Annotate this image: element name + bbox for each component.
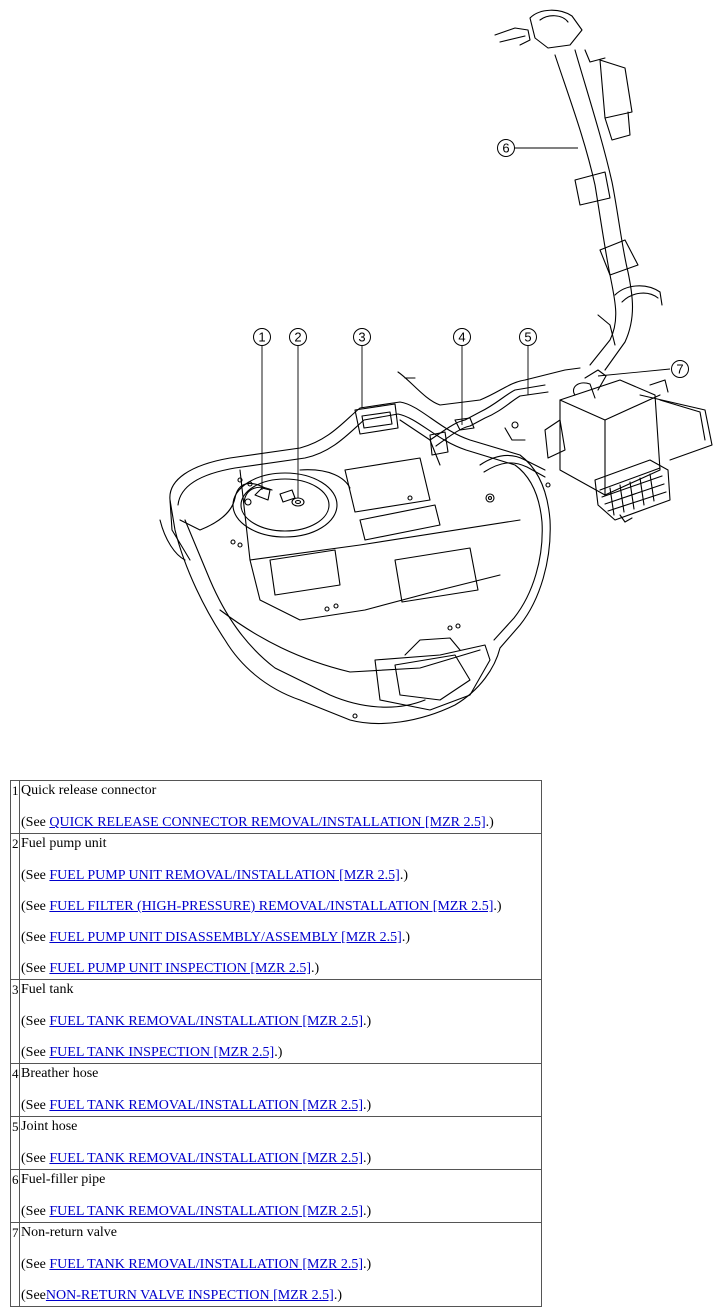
part-name: Joint hose (21, 1119, 78, 1134)
part-name: Fuel pump unit (21, 836, 107, 851)
reference-link[interactable]: FUEL PUMP UNIT INSPECTION [MZR 2.5] (49, 961, 311, 976)
part-name: Quick release connector (21, 783, 157, 798)
fuel-tank-drawing (159, 401, 551, 725)
reference-line: (See FUEL TANK REMOVAL/INSTALLATION [MZR… (21, 1014, 372, 1029)
reference-line: (See FUEL TANK REMOVAL/INSTALLATION [MZR… (21, 1257, 372, 1272)
svg-text:3: 3 (358, 330, 365, 345)
callout-3: 3 (353, 328, 371, 346)
part-cell: Fuel pump unit (See FUEL PUMP UNIT REMOV… (19, 833, 542, 980)
table-row: 5 Joint hose (See FUEL TANK REMOVAL/INST… (10, 1116, 542, 1170)
reference-link[interactable]: FUEL TANK REMOVAL/INSTALLATION [MZR 2.5] (49, 1204, 364, 1219)
reference-line: (See FUEL PUMP UNIT REMOVAL/INSTALLATION… (21, 868, 408, 883)
reference-line: (See FUEL TANK REMOVAL/INSTALLATION [MZR… (21, 1151, 372, 1166)
part-cell: Joint hose (See FUEL TANK REMOVAL/INSTAL… (19, 1116, 542, 1170)
part-cell: Fuel-filler pipe (See FUEL TANK REMOVAL/… (19, 1169, 542, 1223)
reference-line: (See FUEL TANK REMOVAL/INSTALLATION [MZR… (21, 1098, 372, 1113)
callout-5: 5 (519, 328, 537, 346)
reference-link[interactable]: FUEL PUMP UNIT REMOVAL/INSTALLATION [MZR… (49, 868, 400, 883)
fuel-system-diagram: 1 2 3 4 5 6 7 (159, 9, 713, 725)
svg-text:1: 1 (258, 330, 265, 345)
callout-6: 6 (497, 139, 515, 157)
reference-line: (See QUICK RELEASE CONNECTOR REMOVAL/INS… (21, 815, 494, 830)
reference-link[interactable]: FUEL PUMP UNIT DISASSEMBLY/ASSEMBLY [MZR… (49, 930, 402, 945)
table-row: 7 Non-return valve (See FUEL TANK REMOVA… (10, 1222, 542, 1307)
fuel-pump-unit-drawing (179, 472, 338, 538)
reference-line: (See FUEL PUMP UNIT INSPECTION [MZR 2.5]… (21, 961, 320, 976)
table-row: 1 Quick release connector (See QUICK REL… (10, 780, 542, 834)
reference-link[interactable]: QUICK RELEASE CONNECTOR REMOVAL/INSTALLA… (49, 815, 486, 830)
svg-text:5: 5 (524, 330, 531, 345)
reference-line: (See FUEL TANK REMOVAL/INSTALLATION [MZR… (21, 1204, 372, 1219)
part-cell: Non-return valve (See FUEL TANK REMOVAL/… (19, 1222, 542, 1307)
part-cell: Fuel tank (See FUEL TANK REMOVAL/INSTALL… (19, 979, 542, 1064)
canister-drawing (544, 369, 713, 523)
part-name: Fuel tank (21, 982, 74, 997)
table-row: 3 Fuel tank (See FUEL TANK REMOVAL/INSTA… (10, 979, 542, 1064)
part-number: 6 (10, 1169, 20, 1223)
part-cell: Breather hose (See FUEL TANK REMOVAL/INS… (19, 1063, 542, 1117)
part-name: Non-return valve (21, 1225, 118, 1240)
reference-link[interactable]: FUEL TANK REMOVAL/INSTALLATION [MZR 2.5] (49, 1014, 364, 1029)
callout-leaders (261, 147, 671, 498)
callout-7: 7 (671, 360, 689, 378)
reference-link[interactable]: FUEL FILTER (HIGH-PRESSURE) REMOVAL/INST… (49, 899, 494, 914)
fuel-filler-pipe-drawing (494, 9, 663, 371)
callout-2: 2 (289, 328, 307, 346)
parts-table: 1 Quick release connector (See QUICK REL… (10, 780, 542, 1307)
part-number: 2 (10, 833, 20, 980)
table-row: 2 Fuel pump unit (See FUEL PUMP UNIT REM… (10, 833, 542, 980)
svg-text:6: 6 (502, 141, 509, 156)
reference-link[interactable]: FUEL TANK REMOVAL/INSTALLATION [MZR 2.5] (49, 1151, 364, 1166)
reference-link[interactable]: FUEL TANK INSPECTION [MZR 2.5] (49, 1045, 275, 1060)
part-name: Breather hose (21, 1066, 99, 1081)
part-number: 7 (10, 1222, 20, 1307)
reference-line: (See FUEL TANK INSPECTION [MZR 2.5].) (21, 1045, 283, 1060)
svg-text:2: 2 (294, 330, 301, 345)
callout-1: 1 (253, 328, 271, 346)
table-row: 4 Breather hose (See FUEL TANK REMOVAL/I… (10, 1063, 542, 1117)
breather-hose-drawing (397, 367, 581, 478)
part-cell: Quick release connector (See QUICK RELEA… (19, 780, 542, 834)
part-number: 3 (10, 979, 20, 1064)
callouts: 1 2 3 4 5 6 7 (253, 139, 689, 378)
part-number: 1 (10, 780, 20, 834)
part-name: Fuel-filler pipe (21, 1172, 106, 1187)
callout-4: 4 (453, 328, 471, 346)
reference-link[interactable]: FUEL TANK REMOVAL/INSTALLATION [MZR 2.5] (49, 1257, 364, 1272)
svg-text:4: 4 (458, 330, 465, 345)
table-row: 6 Fuel-filler pipe (See FUEL TANK REMOVA… (10, 1169, 542, 1223)
part-number: 5 (10, 1116, 20, 1170)
reference-link[interactable]: FUEL TANK REMOVAL/INSTALLATION [MZR 2.5] (49, 1098, 364, 1113)
reference-line: (SeeNON-RETURN VALVE INSPECTION [MZR 2.5… (21, 1288, 342, 1303)
svg-text:7: 7 (676, 362, 683, 377)
reference-line: (See FUEL PUMP UNIT DISASSEMBLY/ASSEMBLY… (21, 930, 410, 945)
part-number: 4 (10, 1063, 20, 1117)
reference-line: (See FUEL FILTER (HIGH-PRESSURE) REMOVAL… (21, 899, 502, 914)
